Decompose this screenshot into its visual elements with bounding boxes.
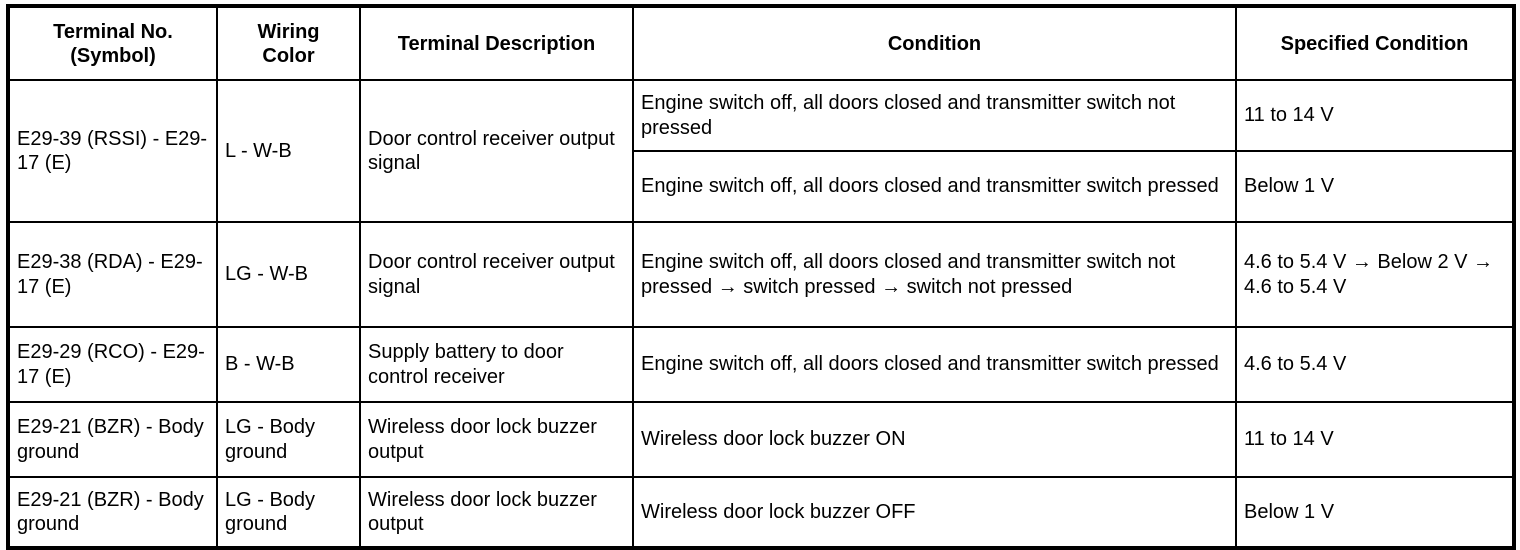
column-header-specified-condition: Specified Condition xyxy=(1235,5,1515,81)
cell-specified-condition: Below 1 V xyxy=(1235,476,1515,549)
table-header-row: Terminal No. (Symbol) Wiring Color Termi… xyxy=(7,5,1515,81)
cell-specified-condition: Below 1 V xyxy=(1235,150,1515,223)
cell-terminal-description: Door control receiver output signal xyxy=(359,79,634,223)
table-row: E29-39 (RSSI) - E29-17 (E) L - W-B Door … xyxy=(7,79,1515,223)
cell-terminal-description: Wireless door lock buzzer output xyxy=(359,401,634,478)
cell-terminal-no: E29-38 (RDA) - E29-17 (E) xyxy=(7,221,218,328)
table-row: E29-21 (BZR) - Body ground LG - Body gro… xyxy=(7,476,1515,549)
column-header-terminal-no: Terminal No. (Symbol) xyxy=(7,5,218,81)
cell-condition: Engine switch off, all doors closed and … xyxy=(632,150,1237,223)
cell-condition: Wireless door lock buzzer ON xyxy=(632,401,1237,478)
cell-terminal-no: E29-21 (BZR) - Body ground xyxy=(7,476,218,549)
table-row: E29-21 (BZR) - Body ground LG - Body gro… xyxy=(7,401,1515,478)
cell-specified-condition: 4.6 to 5.4 V → Below 2 V → 4.6 to 5.4 V xyxy=(1235,221,1515,328)
cell-terminal-no: E29-21 (BZR) - Body ground xyxy=(7,401,218,478)
table-row: Engine switch off, all doors closed and … xyxy=(8,150,1515,223)
cell-wiring-color: LG - W-B xyxy=(216,221,361,328)
cell-terminal-description: Door control receiver output signal xyxy=(359,221,634,328)
cell-condition: Wireless door lock buzzer OFF xyxy=(632,476,1237,549)
cell-wiring-color: B - W-B xyxy=(216,326,361,403)
cell-condition: Engine switch off, all doors closed and … xyxy=(632,221,1237,328)
cell-terminal-description: Wireless door lock buzzer output xyxy=(359,476,634,549)
cell-terminal-no: E29-29 (RCO) - E29-17 (E) xyxy=(7,326,218,403)
column-header-wiring-color: Wiring Color xyxy=(216,5,361,81)
cell-wiring-color: L - W-B xyxy=(216,79,361,223)
cell-specified-condition: 11 to 14 V xyxy=(1235,401,1515,478)
cell-wiring-color: LG - Body ground xyxy=(216,401,361,478)
cell-terminal-description: Supply battery to door control receiver xyxy=(359,326,634,403)
column-header-terminal-description: Terminal Description xyxy=(359,5,634,81)
table-body: E29-39 (RSSI) - E29-17 (E) L - W-B Door … xyxy=(7,79,1515,549)
cell-specified-condition: 4.6 to 5.4 V xyxy=(1235,326,1515,403)
table-header: Terminal No. (Symbol) Wiring Color Termi… xyxy=(7,5,1515,81)
cell-condition: Engine switch off, all doors closed and … xyxy=(632,79,1237,152)
column-header-condition: Condition xyxy=(632,5,1237,81)
table-row: E29-38 (RDA) - E29-17 (E) LG - W-B Door … xyxy=(7,221,1515,328)
table-row: E29-29 (RCO) - E29-17 (E) B - W-B Supply… xyxy=(7,326,1515,403)
cell-terminal-no: E29-39 (RSSI) - E29-17 (E) xyxy=(7,79,218,223)
cell-condition: Engine switch off, all doors closed and … xyxy=(632,326,1237,403)
terminal-specification-table: Terminal No. (Symbol) Wiring Color Termi… xyxy=(6,4,1516,550)
cell-wiring-color: LG - Body ground xyxy=(216,476,361,549)
cell-specified-condition: 11 to 14 V xyxy=(1235,79,1515,152)
